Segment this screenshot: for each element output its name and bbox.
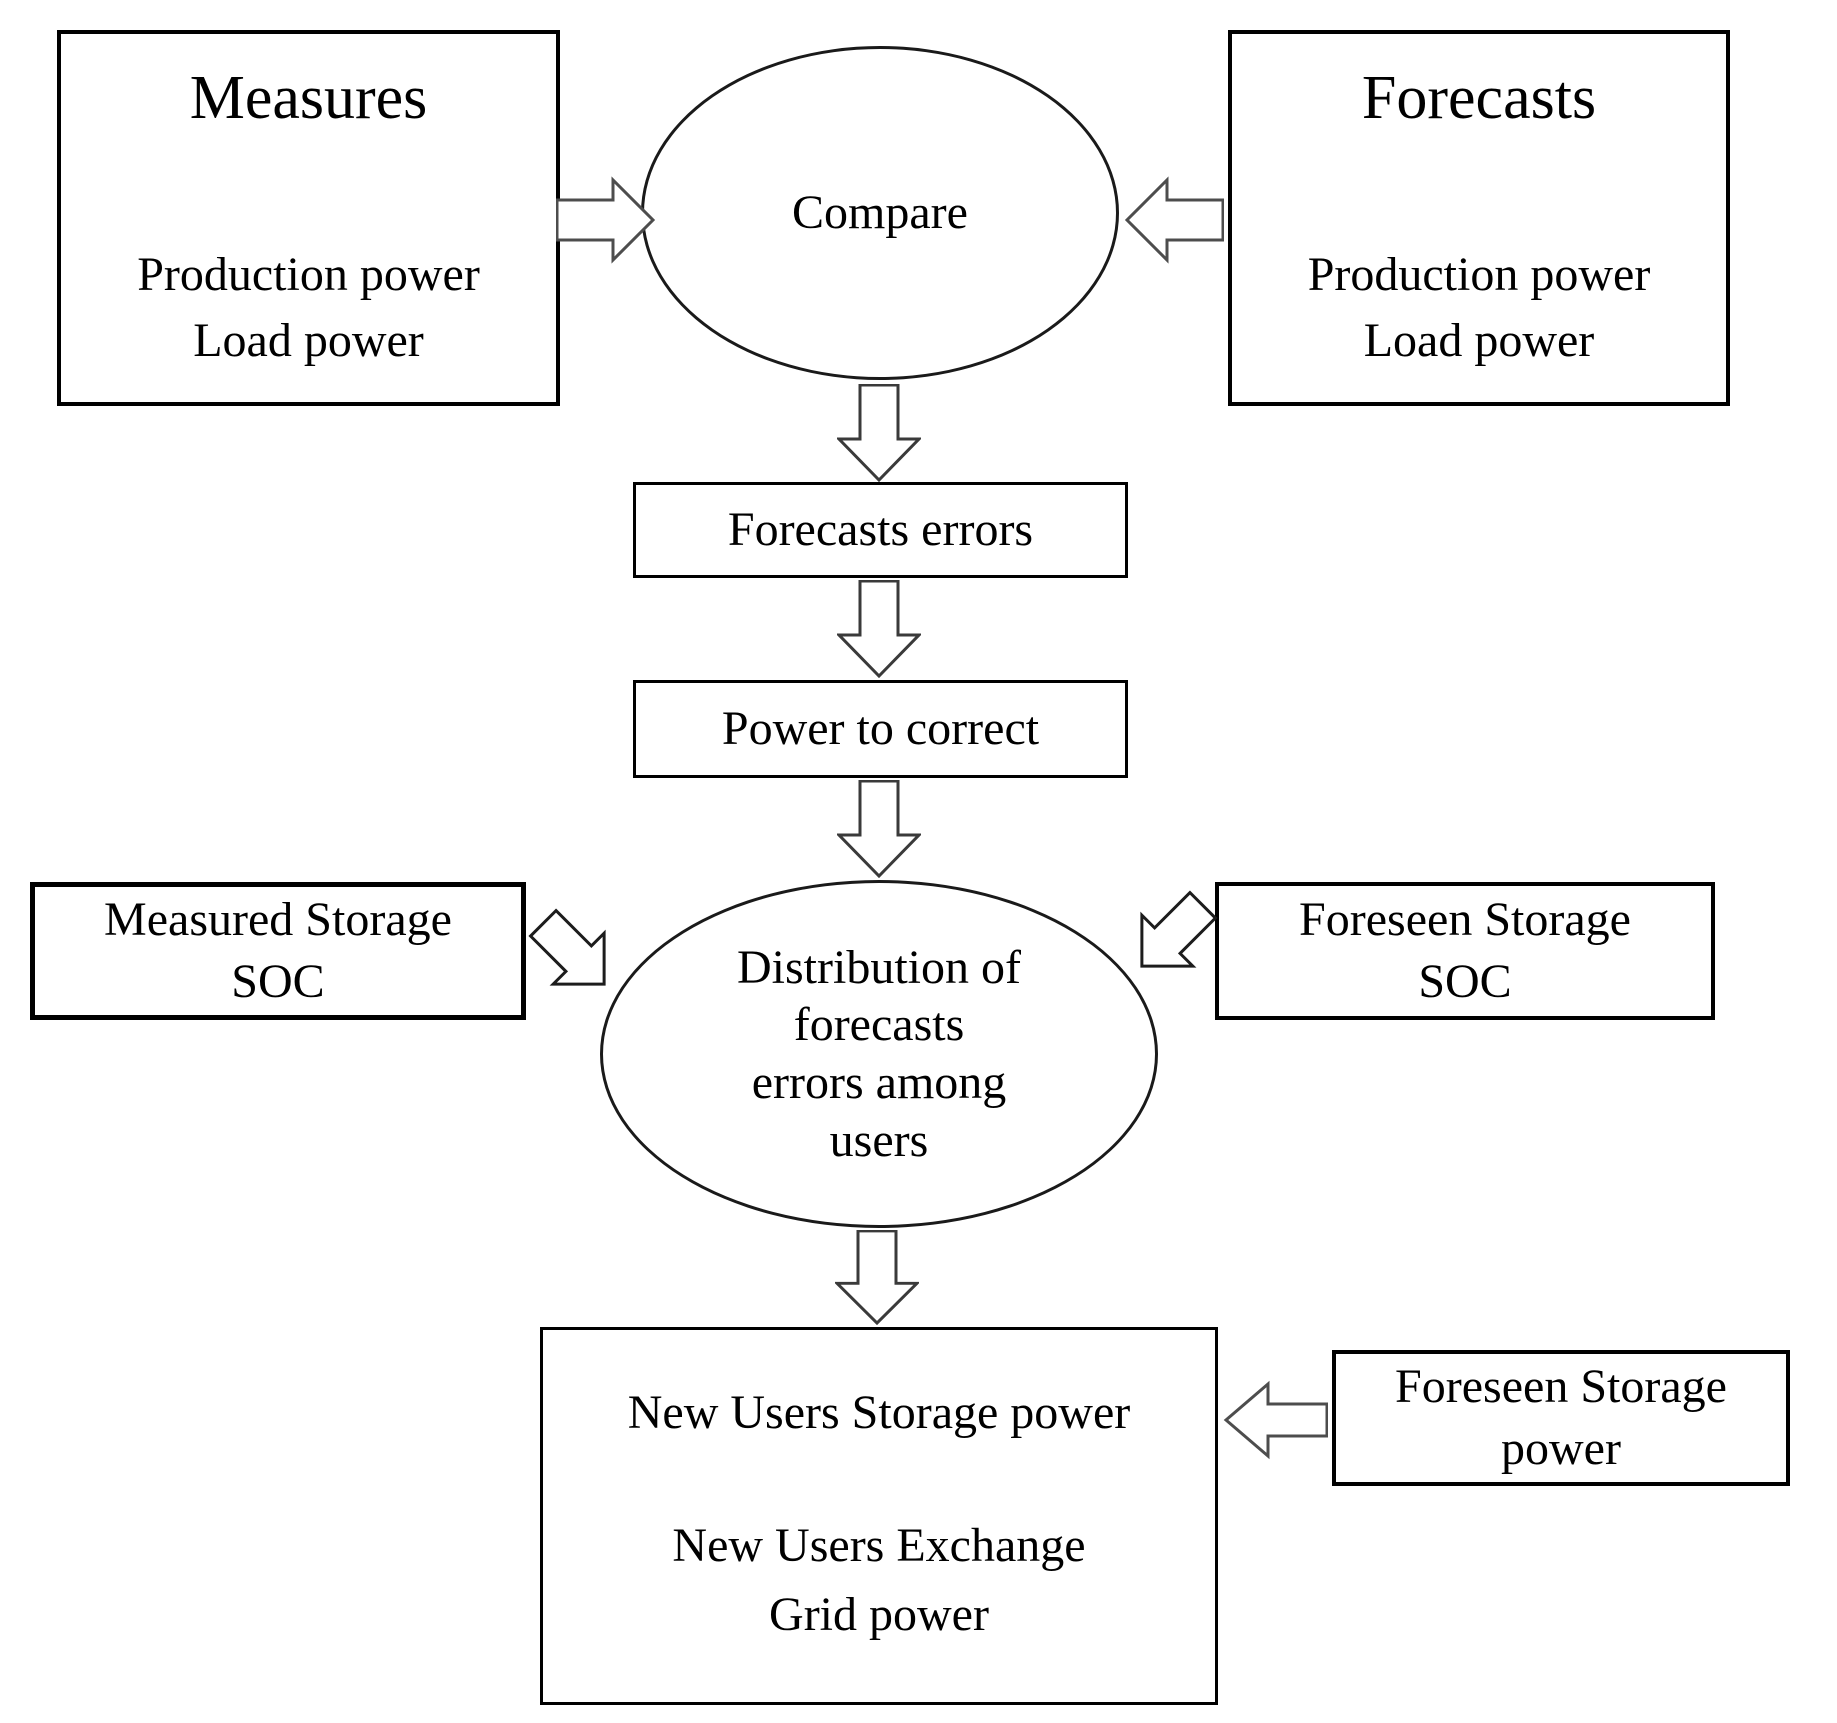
measured-storage-soc-label: Measured Storage SOC <box>104 892 452 1008</box>
foreseen-storage-soc-label: Foreseen Storage SOC <box>1299 892 1631 1008</box>
compare-ellipse: Compare <box>641 46 1119 380</box>
distribution-ellipse: Distribution of forecasts errors among u… <box>600 880 1158 1228</box>
forecasts-box: Forecasts Production power Load power <box>1228 30 1730 406</box>
measured-storage-soc-box: Measured Storage SOC <box>30 882 526 1020</box>
compare-label: Compare <box>792 185 968 239</box>
arrow-power-to-distribution-icon <box>837 780 921 878</box>
arrow-distribution-to-new-users-icon <box>835 1230 919 1325</box>
measures-title: Measures <box>189 64 428 132</box>
arrow-measured-soc-to-distribution-icon <box>518 898 628 1008</box>
forecasts-errors-label: Forecasts errors <box>727 502 1034 556</box>
foreseen-storage-soc-box: Foreseen Storage SOC <box>1215 882 1715 1020</box>
arrow-errors-to-power-icon <box>837 580 921 678</box>
forecasts-title: Forecasts <box>1361 64 1597 132</box>
foreseen-storage-power-label: Foreseen Storage power <box>1395 1359 1727 1475</box>
new-users-exchange-label: New Users Exchange Grid power <box>672 1519 1086 1641</box>
power-to-correct-label: Power to correct <box>721 701 1040 755</box>
new-users-box: New Users Storage power New Users Exchan… <box>540 1327 1218 1705</box>
arrow-measures-to-compare-icon <box>556 170 656 270</box>
arrow-foreseen-soc-to-distribution-icon <box>1118 880 1228 990</box>
distribution-label: Distribution of forecasts errors among u… <box>737 940 1021 1167</box>
measures-box: Measures Production power Load power <box>57 30 560 406</box>
arrow-compare-to-errors-icon <box>837 384 921 482</box>
foreseen-storage-power-box: Foreseen Storage power <box>1332 1350 1790 1486</box>
power-to-correct-box: Power to correct <box>633 680 1128 778</box>
forecasts-errors-box: Forecasts errors <box>633 482 1128 578</box>
measures-body: Production power Load power <box>137 247 480 367</box>
arrow-foreseen-power-to-new-users-icon <box>1222 1378 1328 1462</box>
new-users-storage-label: New Users Storage power <box>627 1386 1131 1439</box>
forecasts-body: Production power Load power <box>1307 247 1651 367</box>
arrow-forecasts-to-compare-icon <box>1124 170 1224 270</box>
